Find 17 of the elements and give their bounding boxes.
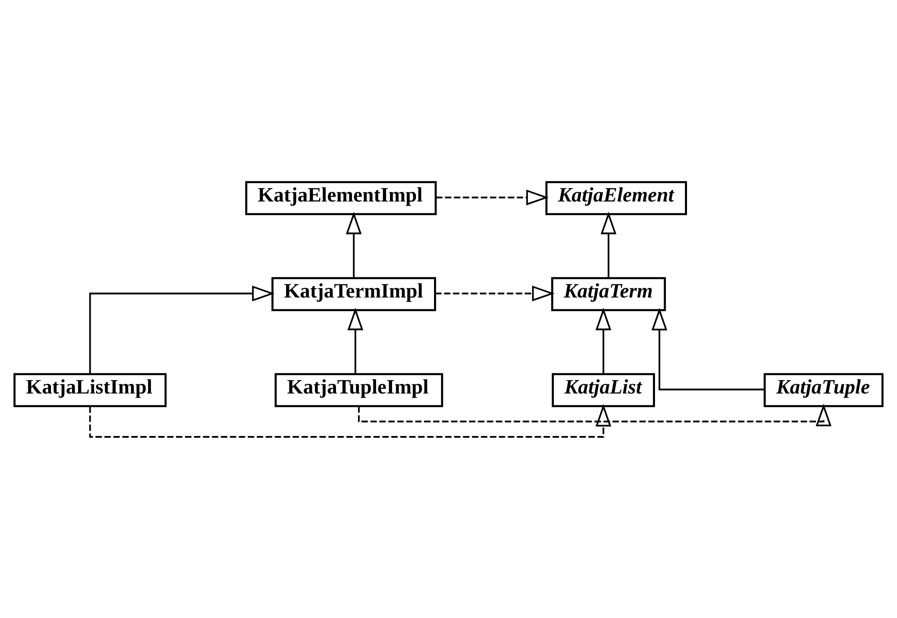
arrow — [89, 285, 275, 374]
arrow — [435, 285, 555, 301]
node-box: KatjaTermImpl — [271, 276, 436, 311]
node-box: KatjaTerm — [551, 276, 666, 311]
node-box: KatjaElement — [545, 180, 687, 215]
arrow — [346, 211, 362, 278]
arrow — [652, 307, 764, 390]
node-box: KatjaListImpl — [14, 372, 167, 407]
arrow — [89, 403, 612, 438]
node-box: KatjaList — [552, 372, 655, 407]
node-box: KatjaElementImpl — [245, 180, 437, 215]
node-box: KatjaTupleImpl — [274, 372, 444, 407]
arrow — [596, 307, 612, 374]
arrow — [600, 211, 616, 278]
arrow — [347, 307, 364, 374]
arrow — [436, 189, 549, 205]
node-box: KatjaTuple — [764, 372, 884, 407]
